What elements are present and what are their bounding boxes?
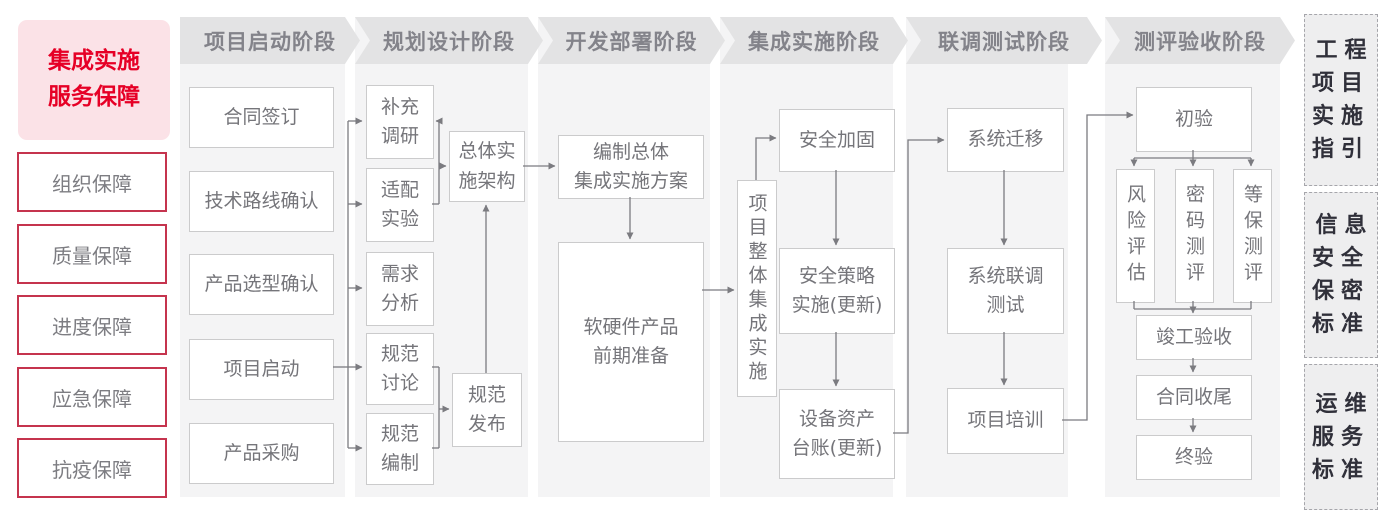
node-initial-acceptance: 初验 xyxy=(1136,87,1252,152)
node-risk-assessment: 风险评估 xyxy=(1116,169,1155,303)
node-tech-route: 技术路线确认 xyxy=(189,171,334,232)
node-system-migration: 系统迁移 xyxy=(947,108,1064,172)
sidebar-item-epidemic: 抗疫保障 xyxy=(17,438,167,498)
sidebar-item-quality: 质量保障 xyxy=(17,224,167,284)
node-adaptation-test: 适配 实验 xyxy=(366,168,434,242)
node-spec-drafting: 规范 编制 xyxy=(366,413,434,485)
phase-label: 测评验收阶段 xyxy=(1134,29,1266,54)
node-procurement: 产品采购 xyxy=(189,423,334,484)
phase-label: 项目启动阶段 xyxy=(204,29,336,54)
sidebar-title: 集成实施 服务保障 xyxy=(18,20,170,140)
phase-label: 规划设计阶段 xyxy=(383,29,515,54)
phase-band-eval-acceptance: 测评验收阶段 xyxy=(1105,17,1295,64)
phase-band-planning-design: 规划设计阶段 xyxy=(355,17,543,64)
node-joint-debug-test: 系统联调 测试 xyxy=(947,248,1064,334)
sidebar-item-emergency: 应急保障 xyxy=(17,367,167,427)
phase-label: 集成实施阶段 xyxy=(748,29,880,54)
node-overall-integration: 项目整体集成实施 xyxy=(737,180,777,397)
node-contract-closure: 合同收尾 xyxy=(1136,375,1252,420)
node-project-training: 项目培训 xyxy=(947,388,1064,454)
node-final-acceptance: 终验 xyxy=(1136,435,1252,480)
phase-band-dev-deploy: 开发部署阶段 xyxy=(538,17,725,64)
node-project-kickoff: 项目启动 xyxy=(189,339,334,400)
node-product-select: 产品选型确认 xyxy=(189,254,334,315)
sidebar-item-schedule: 进度保障 xyxy=(17,295,167,355)
node-security-hardening: 安全加固 xyxy=(779,109,895,172)
node-hw-sw-prep: 软硬件产品 前期准备 xyxy=(558,242,704,442)
node-classified-protection-evaluation: 等保测评 xyxy=(1233,169,1272,303)
standard-box-infosec-standard: 信息 安全 保密 标准 xyxy=(1304,192,1378,358)
node-overall-arch: 总体实 施架构 xyxy=(449,131,525,202)
node-spec-release: 规范 发布 xyxy=(452,373,522,447)
node-overall-plan: 编制总体 集成实施方案 xyxy=(558,135,704,199)
phase-band-integration-impl: 集成实施阶段 xyxy=(720,17,908,64)
sidebar-item-organization: 组织保障 xyxy=(17,152,167,212)
node-security-policy: 安全策略 实施(更新) xyxy=(779,248,895,334)
standard-box-project-guide: 工程 项目 实施 指引 xyxy=(1304,14,1378,186)
phase-band-project-kickoff: 项目启动阶段 xyxy=(180,17,360,64)
node-spec-discussion: 规范 讨论 xyxy=(366,333,434,405)
node-supplement-survey: 补充 调研 xyxy=(366,85,434,159)
node-contract-sign: 合同签订 xyxy=(189,87,334,148)
phase-band-joint-test: 联调测试阶段 xyxy=(906,17,1102,64)
node-requirement-analysis: 需求 分析 xyxy=(366,252,434,326)
node-crypto-evaluation: 密码测评 xyxy=(1175,169,1214,303)
phase-label: 联调测试阶段 xyxy=(938,29,1070,54)
node-completion-acceptance: 竣工验收 xyxy=(1136,315,1252,360)
node-asset-ledger: 设备资产 台账(更新) xyxy=(779,389,895,479)
phase-label: 开发部署阶段 xyxy=(565,29,698,54)
standard-box-ops-standard: 运维 服务 标准 xyxy=(1304,364,1378,510)
